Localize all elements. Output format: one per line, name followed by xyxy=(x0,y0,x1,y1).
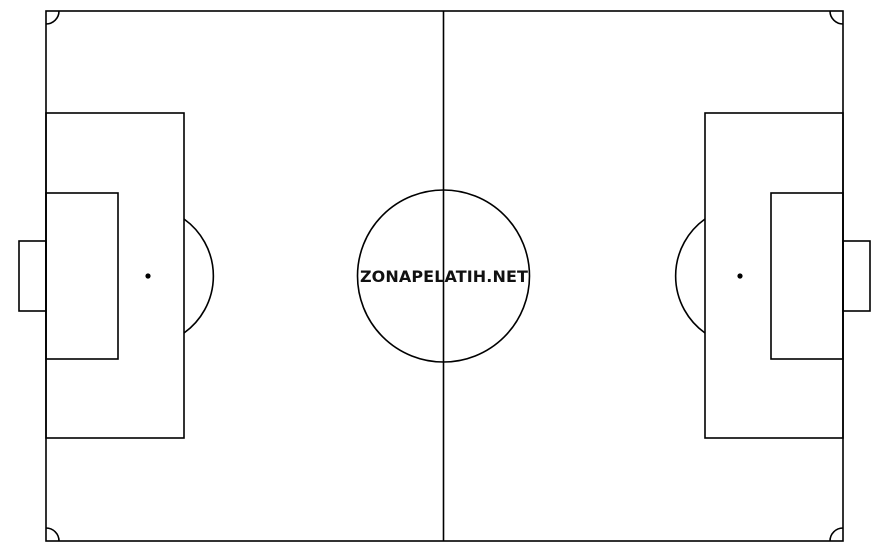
corner-arc-top-left xyxy=(45,10,60,25)
corner-arc-bottom-right xyxy=(829,527,844,542)
right-penalty-spot xyxy=(737,273,743,279)
left-goal-area xyxy=(45,192,119,360)
left-goal xyxy=(18,240,47,312)
right-penalty-arc xyxy=(674,218,706,334)
left-penalty-arc xyxy=(183,218,215,334)
left-penalty-spot xyxy=(145,273,151,279)
left-penalty-area xyxy=(45,112,185,439)
corner-arc-top-right xyxy=(829,10,844,25)
center-circle xyxy=(356,189,531,363)
watermark-text: ZONAPELATIH.NET xyxy=(359,267,529,286)
right-penalty-area xyxy=(704,112,844,439)
right-goal-area xyxy=(770,192,844,360)
right-goal xyxy=(842,240,871,312)
corner-arc-bottom-left xyxy=(45,527,60,542)
